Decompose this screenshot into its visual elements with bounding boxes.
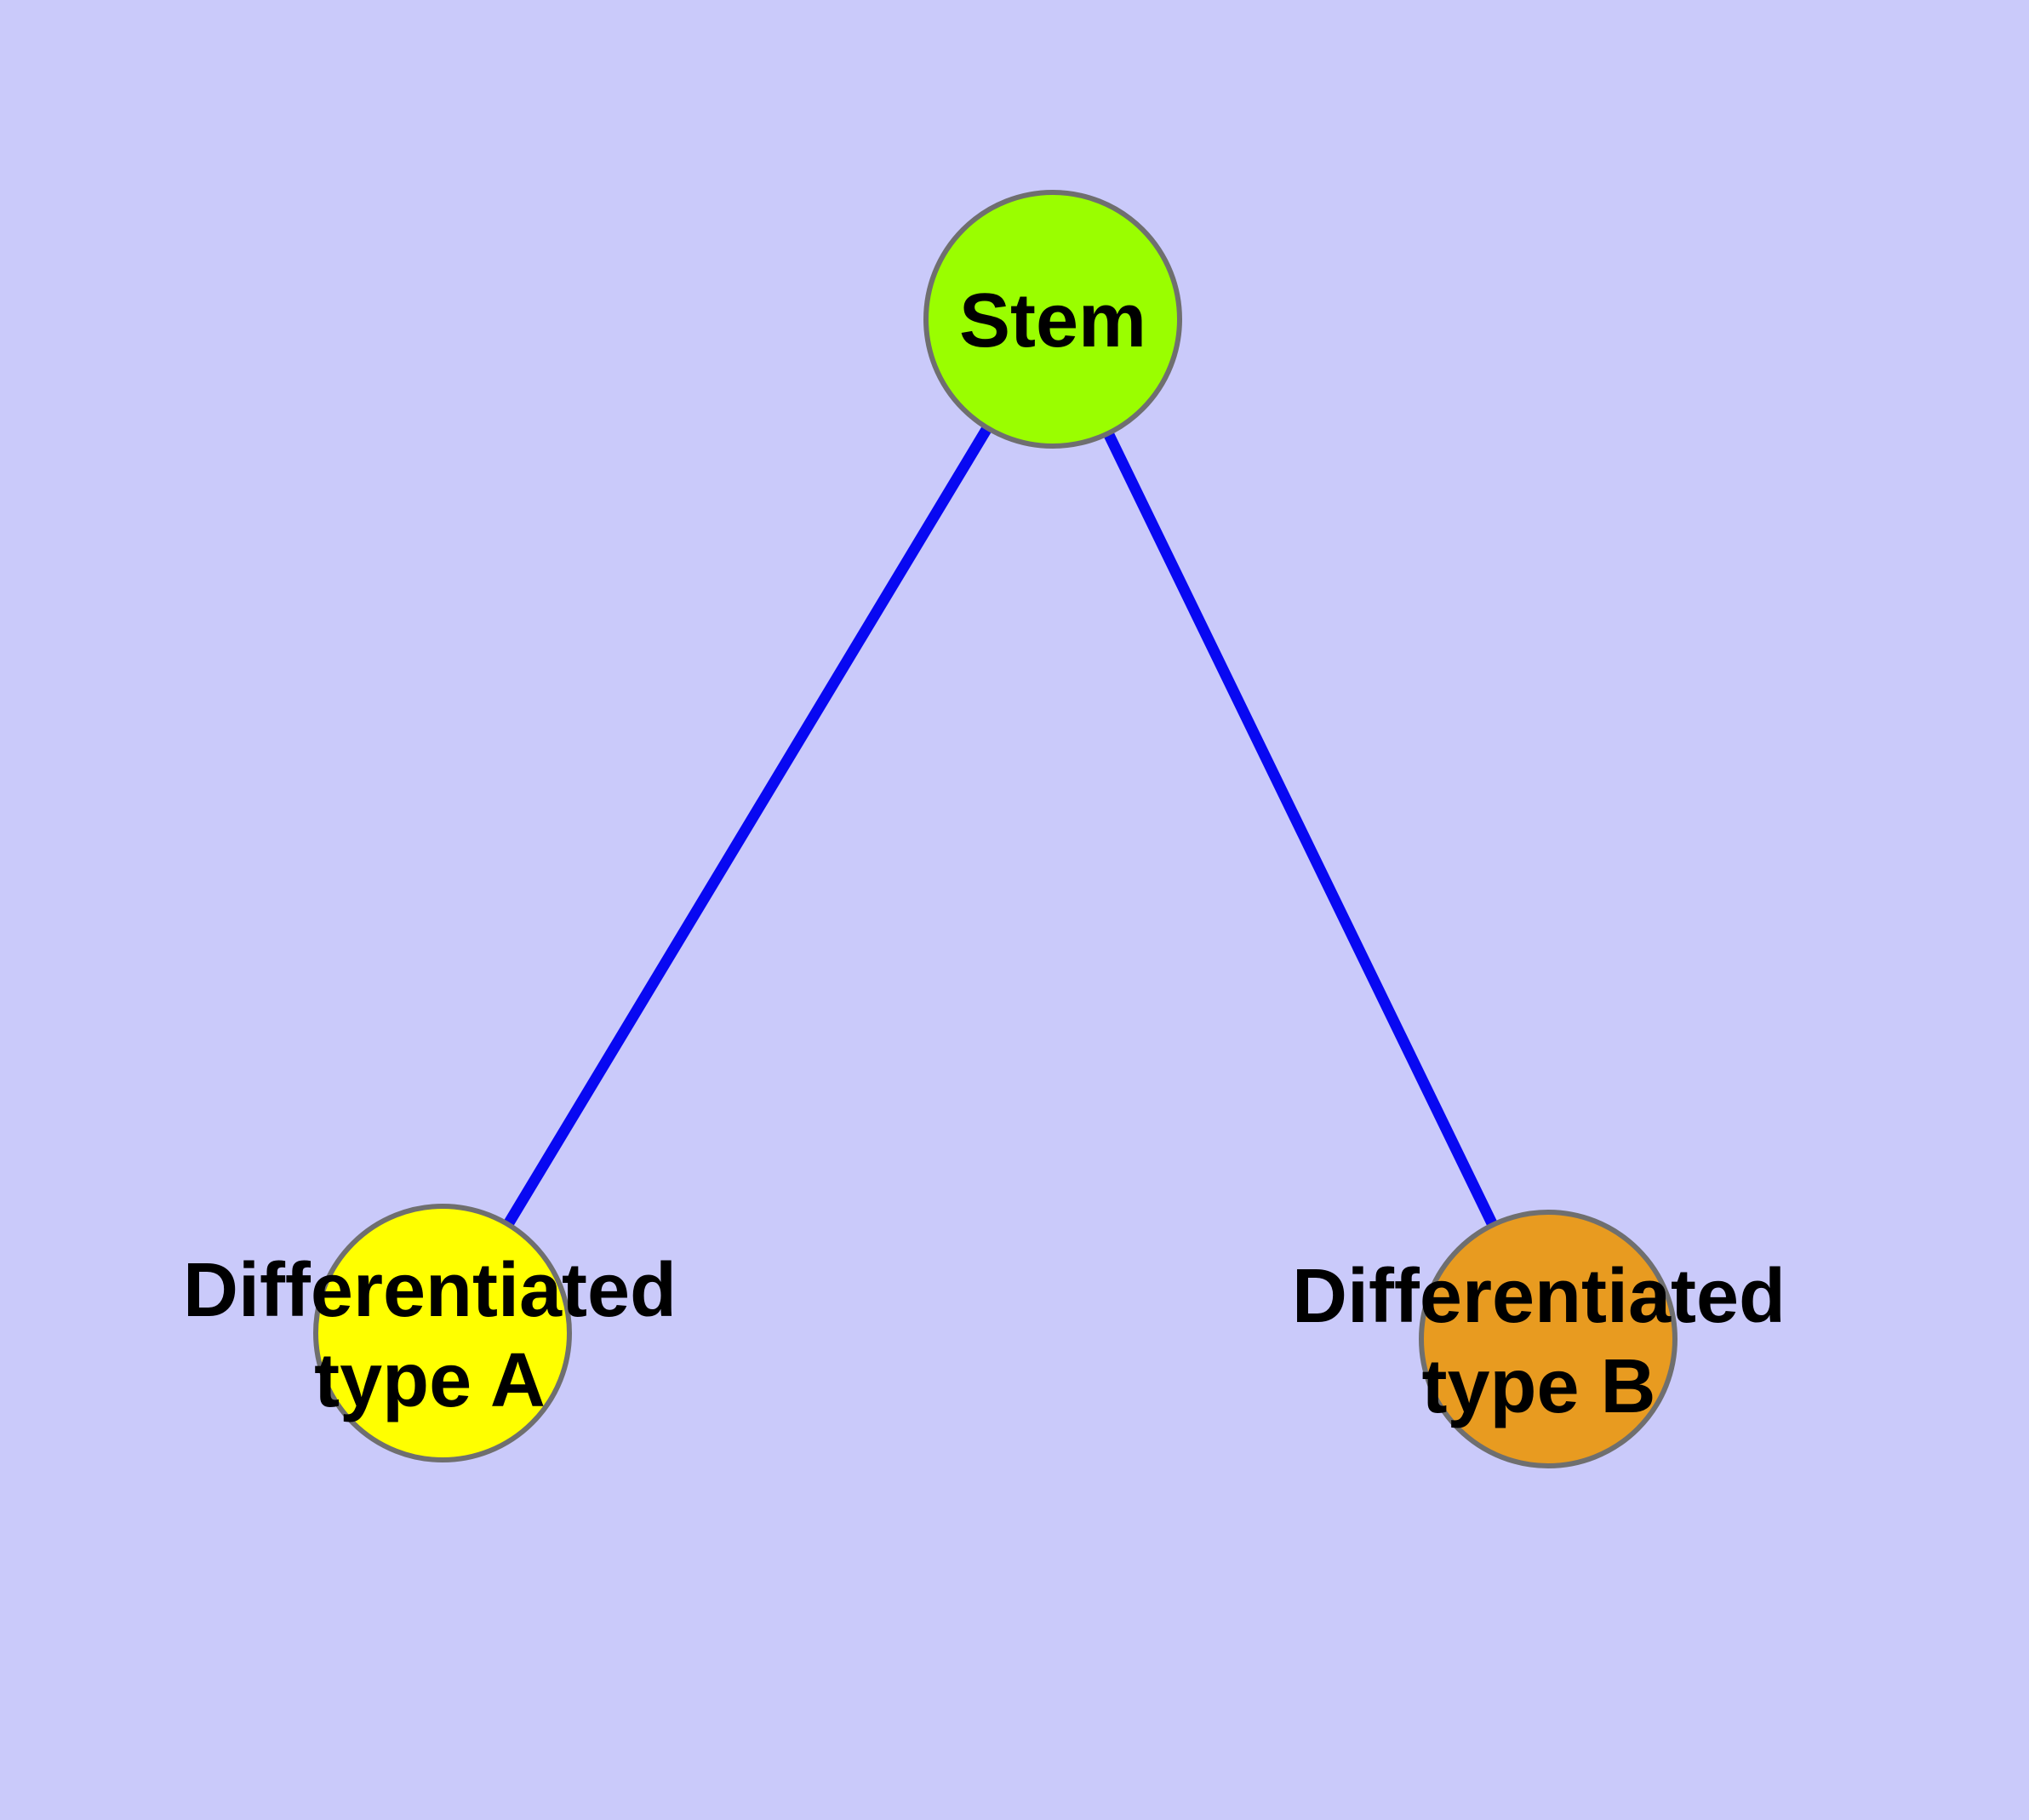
edge-stem-to-type-a <box>437 313 1059 1339</box>
node-stem-label: Stem <box>959 278 1146 363</box>
node-differentiated-type-a <box>313 1204 572 1462</box>
node-type-a-label-line1: Differentiated <box>183 1248 677 1333</box>
node-type-b-label-line2: type B <box>1421 1344 1655 1429</box>
node-stem <box>923 190 1182 449</box>
edge-stem-to-type-b <box>1047 313 1554 1345</box>
node-type-b-label-line1: Differentiated <box>1292 1254 1786 1339</box>
node-differentiated-type-b <box>1419 1210 1677 1468</box>
node-type-a-label-line2: type A <box>314 1338 546 1423</box>
